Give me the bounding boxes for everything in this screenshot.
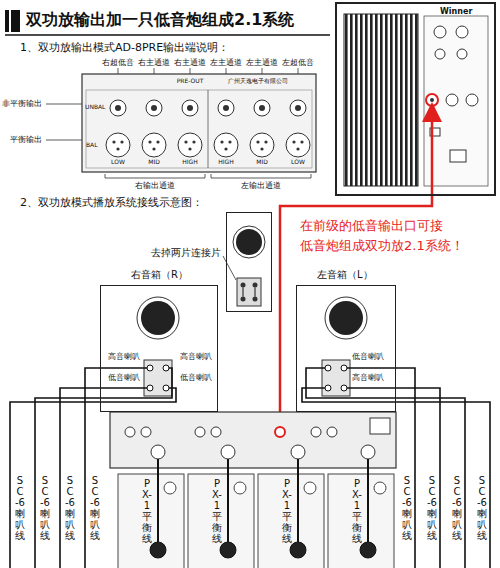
panel-marking: MID xyxy=(148,159,160,166)
cable-label: SC-6喇叭线 xyxy=(452,475,462,541)
red-note: 低音炮组成双功放2.1系统！ xyxy=(300,239,464,254)
cable-label: SC-6喇叭线 xyxy=(65,475,75,541)
node-text: 右音箱（R） xyxy=(131,269,188,281)
cable-label: SC-6喇叭线 xyxy=(402,475,412,541)
channel-name: 左超低音 xyxy=(282,58,314,67)
subwoofer-cabinet: Winner xyxy=(335,2,496,196)
channel-name: 右超低音 xyxy=(102,58,134,67)
cable-label: PX-1平衡线 xyxy=(352,478,362,544)
cable-label: SC-6喇叭线 xyxy=(477,475,487,541)
channel-name: 右主通道 xyxy=(138,58,170,67)
section-heading: 1、双功放输出模式AD-8PRE输出端说明： xyxy=(20,42,229,55)
red-note: 在前级的低音输出口可接 xyxy=(300,219,443,234)
node-text: 左音箱（L） xyxy=(317,269,373,281)
channel-name: 左主通道 xyxy=(246,58,278,67)
panel-marking: 广州天逸电子有限公司 xyxy=(228,78,288,85)
section-heading: 2、双功放模式播放系统接线示意图： xyxy=(20,197,203,210)
panel-marking: MID xyxy=(256,159,268,166)
output-type: 非平衡输出 xyxy=(2,99,42,108)
panel-marking: HIGH xyxy=(218,159,233,166)
cable-label: PX-1平衡线 xyxy=(282,478,292,544)
channel-name: 左主通道 xyxy=(210,58,242,67)
channel-name: 右主通道 xyxy=(174,58,206,67)
channel-group: 左输出通道 xyxy=(241,181,281,190)
node-text: 去掉两片连接片 xyxy=(151,247,221,259)
center-speaker: 去掉两片连接片 xyxy=(226,212,272,312)
panel-marking: LOW xyxy=(291,159,305,166)
output-type: 平衡输出 xyxy=(10,135,42,144)
terminal-label: 高音喇叭 xyxy=(180,352,212,361)
panel-marking: LOW xyxy=(111,159,125,166)
cable-label: SC-6喇叭线 xyxy=(427,475,437,541)
terminal-label: 低音喇叭 xyxy=(180,373,212,382)
terminal-label: 低音喇叭 xyxy=(352,352,384,361)
cable-label: SC-6喇叭线 xyxy=(15,475,25,541)
panel-marking: BAL xyxy=(86,142,98,149)
terminal-label: 高音喇叭 xyxy=(108,352,140,361)
cable-label: SC-6喇叭线 xyxy=(90,475,100,541)
panel-marking: UNBAL xyxy=(85,104,105,111)
terminal-label: 低音喇叭 xyxy=(108,373,140,382)
panel-marking: PRE-OUT xyxy=(177,78,204,85)
cable-label: PX-1平衡线 xyxy=(142,478,152,544)
diagram-title: 双功放输出加一只低音炮组成2.1系统 xyxy=(26,11,294,29)
node-text: Winner xyxy=(440,7,472,16)
panel-marking: HIGH xyxy=(182,159,197,166)
terminal-label: 高音喇叭 xyxy=(352,373,384,382)
left-speaker: 左音箱（L） xyxy=(296,285,396,412)
channel-group: 右输出通道 xyxy=(135,181,175,190)
right-speaker: 右音箱（R） xyxy=(100,285,218,412)
cable-label: PX-1平衡线 xyxy=(212,478,222,544)
cable-label: SC-6喇叭线 xyxy=(40,475,50,541)
